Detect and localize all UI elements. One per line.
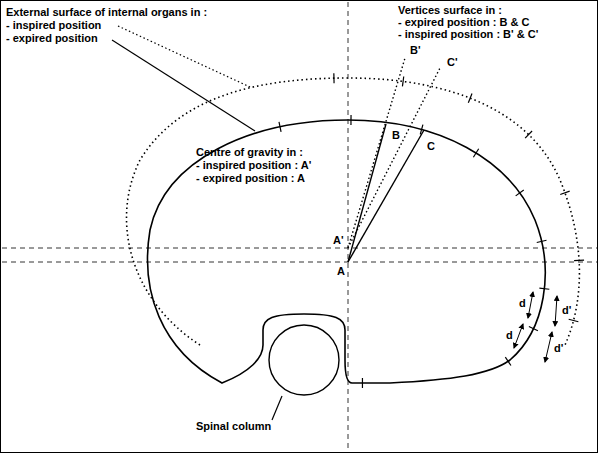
tick-mark: [516, 190, 524, 196]
point-label: A': [332, 234, 345, 247]
legend-item: - expired position : B & C: [398, 16, 529, 29]
part-label: Spinal column: [196, 420, 271, 433]
tick-mark: [350, 115, 351, 125]
tick-mark: [529, 327, 538, 331]
legend-item: - expired position: [6, 32, 98, 45]
radius-b-prime: [348, 58, 405, 248]
dimension-arrow: [528, 292, 533, 318]
tick-mark: [473, 149, 478, 157]
tick-marks: [279, 73, 584, 388]
tick-mark: [539, 288, 549, 289]
leader-line: [272, 396, 282, 420]
tick-mark: [537, 240, 547, 242]
radius-c: [348, 130, 424, 262]
dimension-arrow: [555, 296, 557, 326]
tick-mark: [560, 191, 569, 194]
point-label: B': [409, 44, 422, 57]
legend-item: - inspired position: [6, 19, 101, 32]
spinal-column: [269, 325, 339, 395]
point-label: B: [391, 129, 401, 142]
tick-mark: [420, 125, 423, 135]
tick-mark: [279, 122, 281, 132]
vertical-axis: [348, 2, 349, 452]
legend-item: - expired position : A: [196, 172, 305, 185]
radius-c-prime: [348, 68, 440, 248]
tick-mark: [569, 319, 579, 322]
distance-label: d: [505, 329, 514, 342]
inspired-outline: [127, 78, 580, 345]
distance-label: d: [518, 297, 527, 310]
dimension-arrow: [545, 332, 552, 362]
legend-heading: Centre of gravity in :: [196, 146, 303, 159]
legend-heading: External surface of internal organs in :: [6, 6, 207, 19]
tick-mark: [333, 73, 334, 83]
point-label: C': [446, 56, 459, 69]
leader-line: [112, 40, 255, 131]
tick-mark: [505, 357, 511, 365]
tick-mark: [574, 259, 584, 261]
legend-item: - inspired position : B' & C': [398, 28, 538, 41]
dimension-arrow: [514, 324, 523, 348]
tick-mark: [402, 76, 403, 86]
inspired-axis: [2, 248, 597, 249]
radius-b: [348, 124, 386, 262]
expired-outline: [148, 120, 546, 383]
tick-mark: [525, 131, 532, 138]
tick-mark: [362, 378, 363, 388]
distance-label: d': [553, 342, 564, 355]
expired-axis: [2, 262, 597, 263]
legend-heading: Vertices surface in :: [398, 4, 502, 17]
tick-mark: [468, 93, 472, 102]
distance-label: d': [561, 304, 572, 317]
point-label: A: [336, 265, 346, 278]
legend-item: - inspired position : A': [196, 159, 311, 172]
point-label: C: [426, 140, 436, 153]
